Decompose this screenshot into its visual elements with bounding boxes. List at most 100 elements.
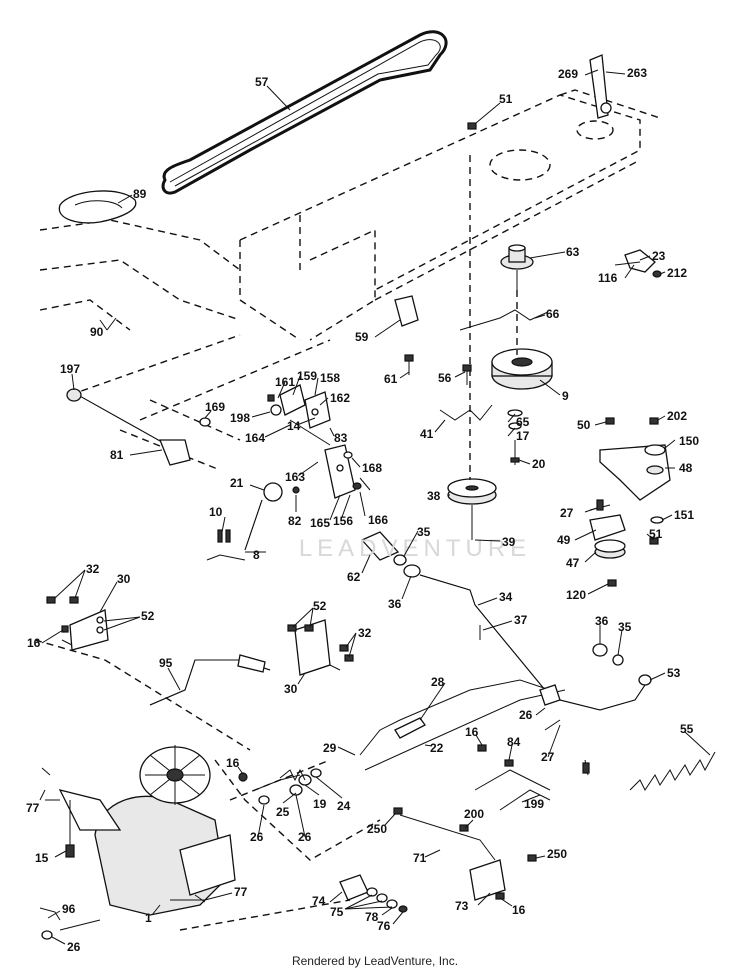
callout: 55: [680, 722, 694, 736]
lower-pulley: [447, 478, 497, 540]
callout: 150: [679, 434, 699, 448]
callout: 35: [618, 620, 632, 634]
callout: 263: [627, 66, 647, 80]
callout: 168: [362, 461, 382, 475]
callout: 26: [250, 830, 264, 844]
callout: 14: [287, 419, 301, 433]
callout: 116: [598, 271, 618, 285]
callout: 52: [313, 599, 327, 613]
callout: 34: [499, 590, 513, 604]
callout: 83: [334, 431, 348, 445]
callout: 156: [333, 514, 353, 528]
callout: 200: [464, 807, 484, 821]
callout: 39: [502, 535, 516, 549]
electric-clutch: [491, 348, 553, 390]
callout: 29: [323, 741, 337, 755]
callout: 30: [117, 572, 131, 586]
callout: 50: [577, 418, 591, 432]
callout: 77: [234, 885, 248, 899]
tension-spring: [629, 751, 716, 791]
callout: 65: [516, 415, 530, 429]
callout: 27: [560, 506, 574, 520]
callout: 161: [275, 375, 295, 389]
callout: 73: [455, 899, 469, 913]
cross-shaft: [66, 388, 191, 466]
callout: 9: [562, 389, 569, 403]
callout: 198: [230, 411, 250, 425]
callout-labels: 57 89 90 51 269 263 63 23 116 212 59 61 …: [26, 66, 699, 954]
callout: 90: [90, 325, 104, 339]
callout: 250: [367, 822, 387, 836]
callout: 15: [35, 851, 49, 865]
callout: 77: [26, 801, 40, 815]
callout: 162: [330, 391, 350, 405]
callout: 25: [276, 805, 290, 819]
callout: 164: [245, 431, 265, 445]
callout: 197: [60, 362, 80, 376]
callout: 27: [541, 750, 555, 764]
callout: 202: [667, 409, 687, 423]
callout: 26: [519, 708, 533, 722]
callout: 75: [330, 905, 344, 919]
transaxle: [39, 745, 236, 940]
callout: 1: [145, 911, 152, 925]
callout: 28: [431, 675, 445, 689]
callout: 21: [230, 476, 244, 490]
callout: 16: [226, 756, 240, 770]
callout: 10: [209, 505, 223, 519]
callout: 53: [667, 666, 681, 680]
callout: 26: [298, 830, 312, 844]
callout: 32: [358, 626, 372, 640]
callout: 52: [141, 609, 155, 623]
callout: 166: [368, 513, 388, 527]
callout: 169: [205, 400, 225, 414]
footer-credit: Rendered by LeadVenture, Inc.: [291, 954, 459, 968]
callout: 81: [110, 448, 124, 462]
callout: 16: [465, 725, 479, 739]
leader-lines: [39, 69, 711, 945]
callout: 165: [310, 516, 330, 530]
chassis-frame: [39, 89, 661, 471]
callout: 61: [384, 372, 398, 386]
callout: 89: [133, 187, 147, 201]
callout: 22: [430, 741, 444, 755]
callout: 47: [566, 556, 580, 570]
callout: 158: [320, 371, 340, 385]
callout: 76: [377, 919, 391, 933]
callout: 26: [67, 940, 81, 954]
callout: 63: [566, 245, 580, 259]
callout: 56: [438, 371, 452, 385]
callout: 78: [365, 910, 379, 924]
callout: 269: [558, 67, 578, 81]
callout: 51: [499, 92, 513, 106]
callout: 23: [652, 249, 666, 263]
callout: 17: [516, 429, 530, 443]
watermark: LEADVENTURE: [299, 535, 531, 562]
callout: 74: [312, 894, 326, 908]
callout: 37: [514, 613, 528, 627]
callout: 49: [557, 533, 571, 547]
callout: 8: [253, 548, 260, 562]
callout: 59: [355, 330, 369, 344]
callout: 20: [532, 457, 546, 471]
callout: 48: [679, 461, 693, 475]
callout: 24: [337, 799, 351, 813]
callout: 16: [27, 636, 41, 650]
seat-pan: [58, 190, 137, 224]
callout: 36: [595, 614, 609, 628]
callout: 163: [285, 470, 305, 484]
callout: 199: [524, 797, 544, 811]
upper-pulley: [500, 244, 534, 290]
callout: 82: [288, 514, 302, 528]
callout: 84: [507, 735, 521, 749]
callout: 66: [546, 307, 560, 321]
callout: 151: [674, 508, 694, 522]
drive-belt: [161, 30, 448, 195]
callout: 36: [388, 597, 402, 611]
callout: 30: [284, 682, 298, 696]
callout: 120: [566, 588, 586, 602]
callout: 51: [649, 527, 663, 541]
callout: 250: [547, 847, 567, 861]
callout: 212: [667, 266, 687, 280]
